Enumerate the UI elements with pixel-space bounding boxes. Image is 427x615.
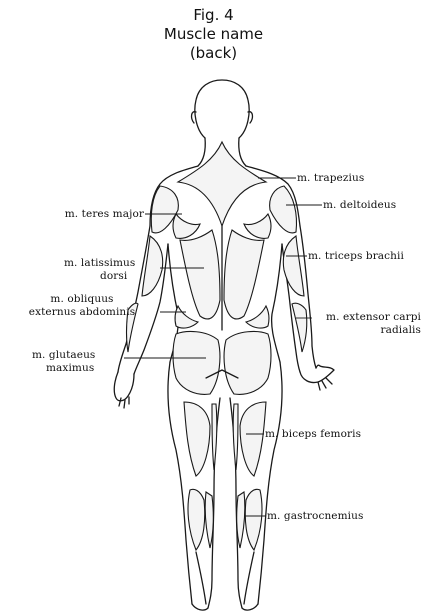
label-obliquus-externus-abdominis: m. obliquus externus abdominis xyxy=(4,293,160,319)
label-obliquus-line2: externus abdominis xyxy=(4,306,160,319)
label-extensor-line2: radialis xyxy=(313,324,421,337)
label-biceps-femoris: m. biceps femoris xyxy=(265,428,361,441)
gastrocnemius-muscle xyxy=(188,489,262,604)
trapezius-muscle xyxy=(178,142,266,226)
label-teres-major: m. teres major xyxy=(38,208,144,221)
label-glutaeus-line2: maximus xyxy=(32,362,122,375)
label-triceps-brachii: m. triceps brachii xyxy=(308,250,404,263)
label-latissimus-dorsi: m. latissimus dorsi xyxy=(56,257,162,283)
label-glutaeus-maximus: m. glutaeus maximus xyxy=(32,349,122,375)
biceps-femoris-muscle xyxy=(184,402,266,476)
label-latissimus-line1: m. latissimus xyxy=(56,257,162,270)
label-obliquus-line1: m. obliquus xyxy=(4,293,160,306)
head-outline xyxy=(192,80,253,138)
glutaeus-maximus-muscle xyxy=(173,332,271,395)
label-trapezius: m. trapezius xyxy=(297,172,364,185)
label-latissimus-line2: dorsi xyxy=(56,270,162,283)
label-extensor-line1: m. extensor carpi xyxy=(313,311,421,324)
label-glutaeus-line1: m. glutaeus xyxy=(32,349,122,362)
label-extensor-carpi-radialis: m. extensor carpi radialis xyxy=(313,311,421,337)
label-deltoideus: m. deltoideus xyxy=(323,199,396,212)
label-gastrocnemius: m. gastrocnemius xyxy=(267,510,363,523)
